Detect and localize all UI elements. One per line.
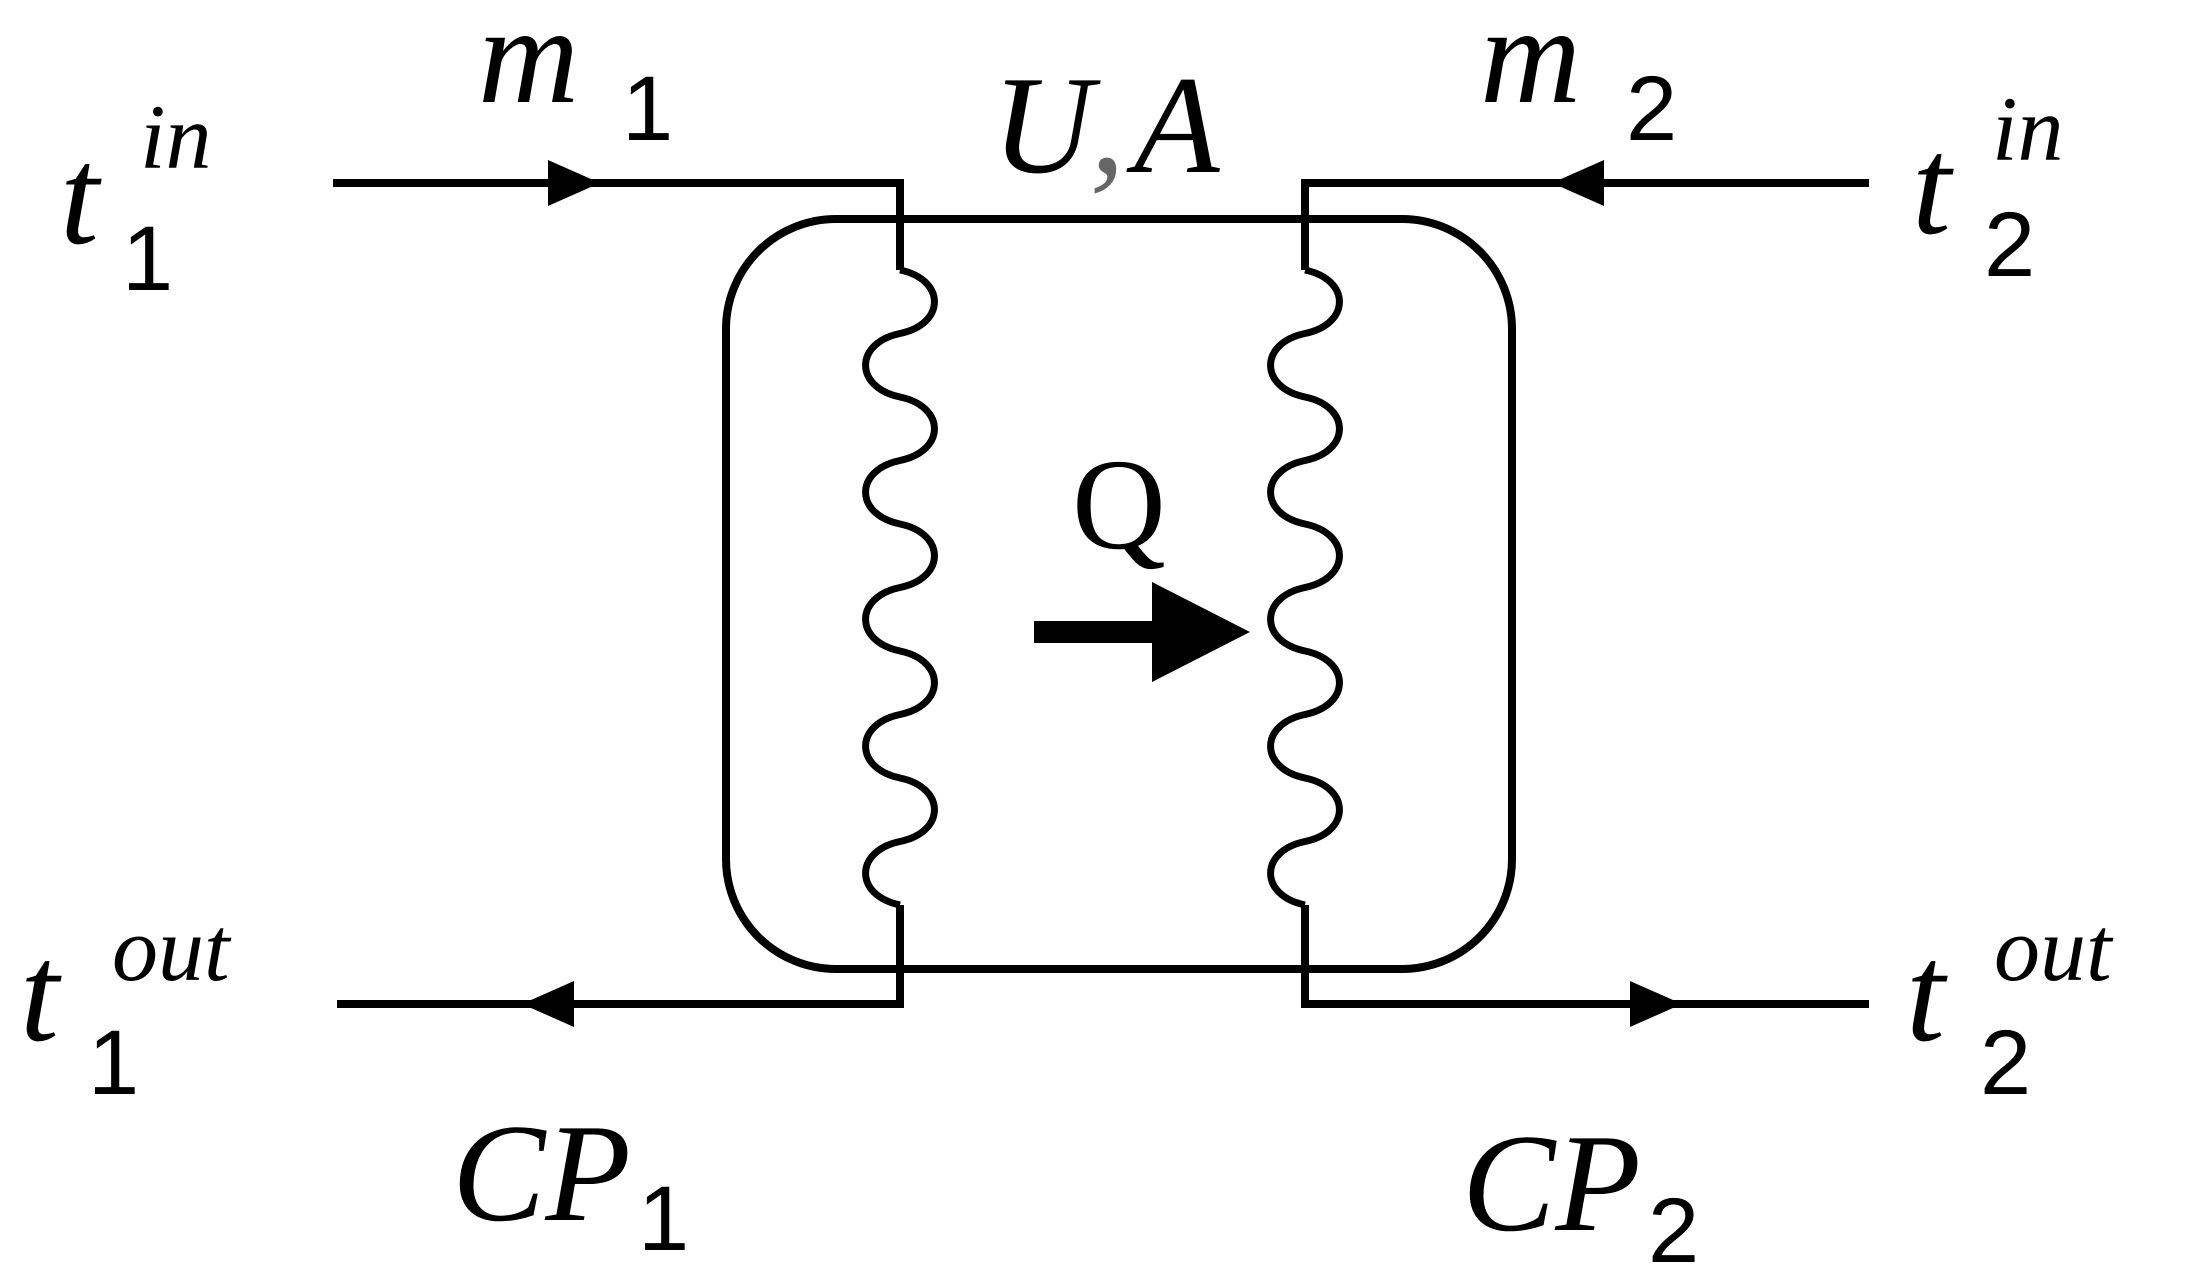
label-t1-in: t [60, 119, 102, 274]
momentum-arrow-shaft [1034, 621, 1164, 643]
label-m2-sub: 2 [1626, 58, 1677, 160]
label-t2-out-sup: out [1994, 898, 2114, 1000]
label-q: Q [1072, 433, 1166, 577]
label-t1-out: t [20, 916, 62, 1071]
label-t2-in-sub: 2 [1984, 194, 2035, 296]
left-wavy-propagator [862, 266, 938, 909]
label-ua-a: A [1126, 48, 1220, 203]
arrowhead-right-bottom [1630, 981, 1682, 1027]
arrowhead-left-bottom [522, 981, 574, 1027]
left-top-line [333, 179, 904, 270]
label-t1-out-sup: out [112, 898, 232, 1000]
label-t2-out-sub: 2 [1980, 1012, 2031, 1114]
label-t2-in: t [1912, 109, 1954, 264]
right-top-line [1301, 179, 1869, 270]
label-m1-sub: 1 [622, 58, 673, 160]
arrowhead-right-top [1552, 160, 1604, 206]
label-cp1: CP [452, 1096, 631, 1251]
label-t2-in-sup: in [1992, 78, 2064, 180]
label-cp2: CP [1462, 1106, 1641, 1261]
label-m1: m [478, 0, 579, 133]
momentum-arrowhead [1152, 582, 1250, 682]
right-bottom-line [1301, 905, 1869, 1008]
label-cp1-sub: 1 [638, 1168, 689, 1270]
interaction-box [722, 215, 1516, 973]
label-m2: m [1480, 0, 1581, 133]
label-ua-u: U [992, 48, 1101, 203]
label-t2-out: t [1906, 916, 1948, 1071]
label-cp2-sub: 2 [1648, 1180, 1699, 1282]
label-t1-in-sup: in [140, 86, 212, 188]
label-ua-comma: , [1090, 48, 1125, 203]
left-bottom-line [337, 905, 904, 1008]
right-wavy-propagator [1267, 266, 1343, 909]
label-t1-out-sub: 1 [88, 1012, 139, 1114]
arrowhead-left-top [548, 160, 600, 206]
label-t1-in-sub: 1 [122, 208, 173, 310]
